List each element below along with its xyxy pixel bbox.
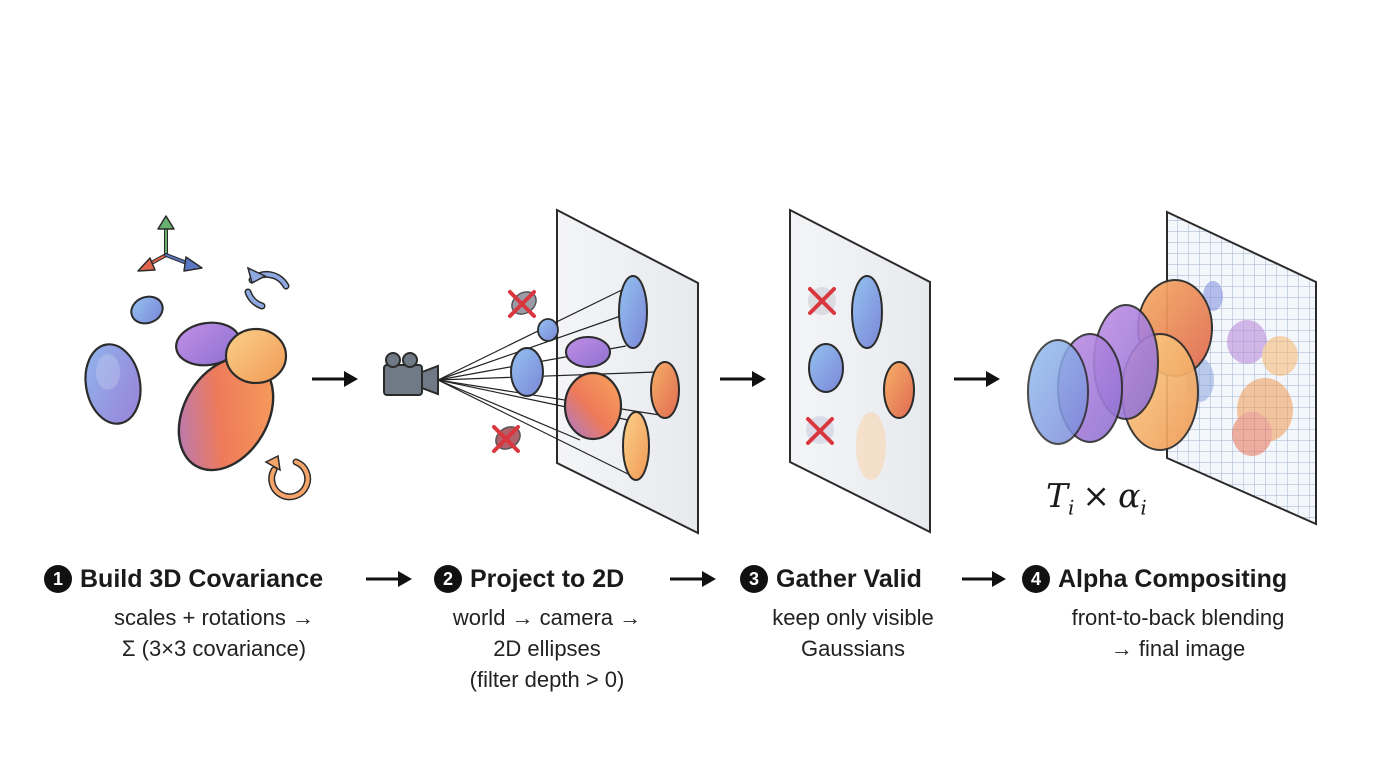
step-3-description: keep only visible Gaussians	[703, 602, 1003, 664]
step-2-desc-line: (filter depth > 0)	[469, 667, 625, 692]
rotate-arrows-icon	[244, 266, 290, 310]
step-2-number: 2	[434, 565, 462, 593]
reject-x-icon	[492, 425, 521, 453]
arrow-right-icon	[366, 571, 412, 587]
stage-1-gaussians	[84, 215, 312, 501]
arrow-right-icon	[962, 571, 1006, 587]
step-1-desc-line: scales + rotations →	[114, 605, 314, 630]
reject-x-icon	[508, 290, 537, 318]
step-4-number: 4	[1022, 565, 1050, 593]
step-4-label: Alpha Compositing	[1058, 564, 1288, 593]
stage-4-compositing	[1027, 210, 1317, 526]
step-1-title: 1 Build 3D Covariance	[44, 562, 323, 596]
formula-alpha-sub: i	[1140, 495, 1147, 520]
arrow-right-icon	[720, 371, 766, 387]
formula-t-sub: i	[1068, 495, 1075, 520]
step-4-desc-line: → final image	[1110, 636, 1246, 661]
arrow-right-icon	[670, 571, 716, 587]
step-4-title: 4 Alpha Compositing	[1022, 562, 1287, 596]
step-1-number: 1	[44, 565, 72, 593]
formula-op: ×	[1082, 476, 1111, 515]
step-3-desc-line: Gaussians	[801, 636, 905, 661]
step-2-title: 2 Project to 2D	[434, 562, 624, 596]
reject-x-icon	[808, 287, 836, 315]
stage-2-projection	[383, 208, 699, 535]
step-3-label: Gather Valid	[776, 564, 922, 593]
step-1-desc-line: Σ (3×3 covariance)	[121, 636, 307, 661]
step-4-description: front-to-back blending → final image	[1028, 602, 1328, 664]
step-3-desc-line: keep only visible	[772, 605, 934, 630]
rotate-icon	[264, 454, 312, 501]
step-2-description: world → camera → 2D ellipses (filter dep…	[397, 602, 697, 695]
arrow-right-icon	[954, 371, 1000, 387]
alpha-formula: Ti×αi	[1046, 476, 1147, 520]
step-2-desc-line: 2D ellipses	[493, 636, 601, 661]
arrow-right-icon	[312, 371, 358, 387]
step-3-number: 3	[740, 565, 768, 593]
axes-icon	[137, 215, 203, 272]
step-2-label: Project to 2D	[470, 564, 625, 593]
step-3-title: 3 Gather Valid	[740, 562, 922, 596]
formula-t: T	[1046, 476, 1069, 515]
reject-x-icon	[806, 416, 834, 445]
step-1-description: scales + rotations → Σ (3×3 covariance)	[64, 602, 364, 664]
step-4-desc-line: front-to-back blending	[1071, 605, 1285, 630]
step-1-label: Build 3D Covariance	[80, 564, 324, 593]
stage-3-gather	[789, 208, 931, 534]
camera-icon	[383, 352, 439, 396]
formula-alpha: α	[1118, 476, 1141, 515]
step-2-desc-line: world → camera →	[452, 605, 642, 630]
